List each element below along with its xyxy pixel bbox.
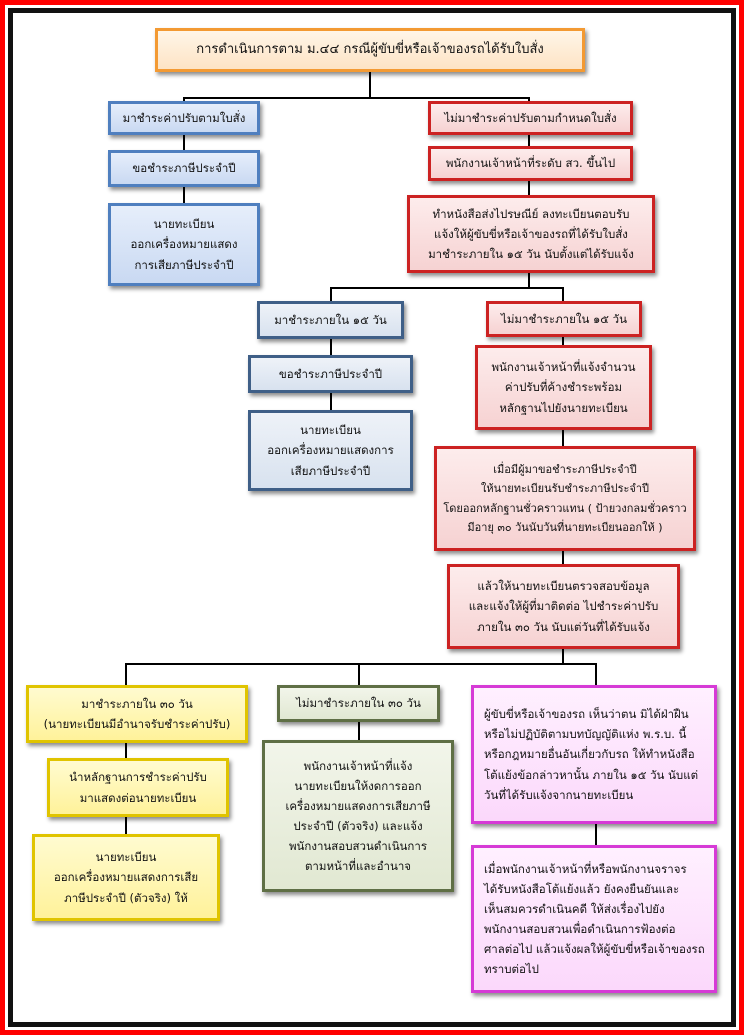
connector-bm-1	[358, 722, 360, 740]
node-not-paid-30: ไม่มาชำระภายใน ๓๐ วัน	[277, 685, 440, 722]
connector-mid-horizontal	[330, 287, 564, 289]
connector-bottom-mid-down	[358, 663, 360, 685]
node-officer-level: พนักงานเจ้าหน้าที่ระดับ สว. ขึ้นไป	[428, 146, 633, 181]
connector-bl-1	[125, 743, 127, 758]
node-paid-15: มาชำระภายใน ๑๕ วัน	[257, 301, 404, 339]
node-not-paid-15: ไม่มาชำระภายใน ๑๕ วัน	[486, 301, 642, 337]
node-prosecute: เมื่อพนักงานเจ้าหน้าที่หรือพนักงานจราจร …	[471, 845, 717, 993]
inner-black-frame	[8, 8, 736, 1027]
connector-midleft-2	[330, 392, 332, 410]
connector-mid-down	[528, 272, 530, 288]
node-request-tax-1: ขอชำระภาษีประจำปี	[108, 150, 260, 187]
node-registrar-issue-1: นายทะเบียน ออกเครื่องหมายแสดง การเสียภาษ…	[108, 203, 260, 286]
node-show-evidence: นำหลักฐานการชำระค่าปรับ มาแสดงต่อนายทะเบ…	[47, 758, 229, 817]
node-paid-fine: มาชำระค่าปรับตามใบสั่ง	[108, 101, 260, 135]
node-registrar-real: นายทะเบียน ออกเครื่องหมายแสดงการเสีย ภาษ…	[32, 834, 220, 921]
node-request-tax-2: ขอชำระภาษีประจำปี	[248, 355, 413, 393]
connector-br-1	[595, 823, 597, 845]
connector-top-horizontal	[183, 97, 530, 99]
connector-left-2	[183, 186, 185, 203]
diagram-title: การดำเนินการตาม ม.๔๔ กรณีผู้ขับขี่หรือเจ…	[155, 28, 585, 72]
connector-right-2	[528, 179, 530, 195]
node-registrar-issue-2: นายทะเบียน ออกเครื่องหมายแสดงการ เสียภาษ…	[248, 410, 413, 491]
connector-mid-right-down	[562, 287, 564, 301]
node-paid-30: มาชำระภายใน ๓๐ วัน (นายทะเบียนมีอำนาจรับ…	[26, 685, 248, 743]
connector-left-1	[183, 133, 185, 150]
connector-bl-2	[125, 816, 127, 834]
connector-midright-3	[562, 550, 564, 564]
node-notify-registrar: พนักงานเจ้าหน้าที่แจ้งจำนวน ค่าปรับที่ค้…	[475, 345, 652, 430]
node-verify: แล้วให้นายทะเบียนตรวจสอบข้อมูล และแจ้งให…	[447, 564, 680, 649]
connector-right-1	[528, 133, 530, 148]
node-objection: ผู้ขับขี่หรือเจ้าของรถ เห็นว่าตน มิได้ฝ่…	[471, 685, 717, 824]
connector-midright-1	[562, 335, 564, 346]
connector-midright-2	[562, 429, 564, 446]
connector-bottom-down	[562, 648, 564, 664]
connector-title-down	[369, 72, 371, 98]
node-registered-letter: ทำหนังสือส่งไปรษณีย์ ลงทะเบียนตอบรับ แจ้…	[407, 195, 655, 273]
connector-mid-left-down	[330, 287, 332, 301]
node-temp-evidence: เมื่อมีผู้มาขอชำระภาษีประจำปี ให้นายทะเบ…	[434, 446, 696, 551]
connector-bottom-horizontal	[125, 663, 597, 665]
connector-midleft-1	[330, 338, 332, 356]
connector-bottom-right-down	[595, 663, 597, 685]
node-not-paid: ไม่มาชำระค่าปรับตามกำหนดใบสั่ง	[428, 101, 633, 135]
connector-bottom-left-down	[125, 663, 127, 685]
node-withhold: พนักงานเจ้าหน้าที่แจ้ง นายทะเบียนให้งดกา…	[262, 740, 454, 892]
